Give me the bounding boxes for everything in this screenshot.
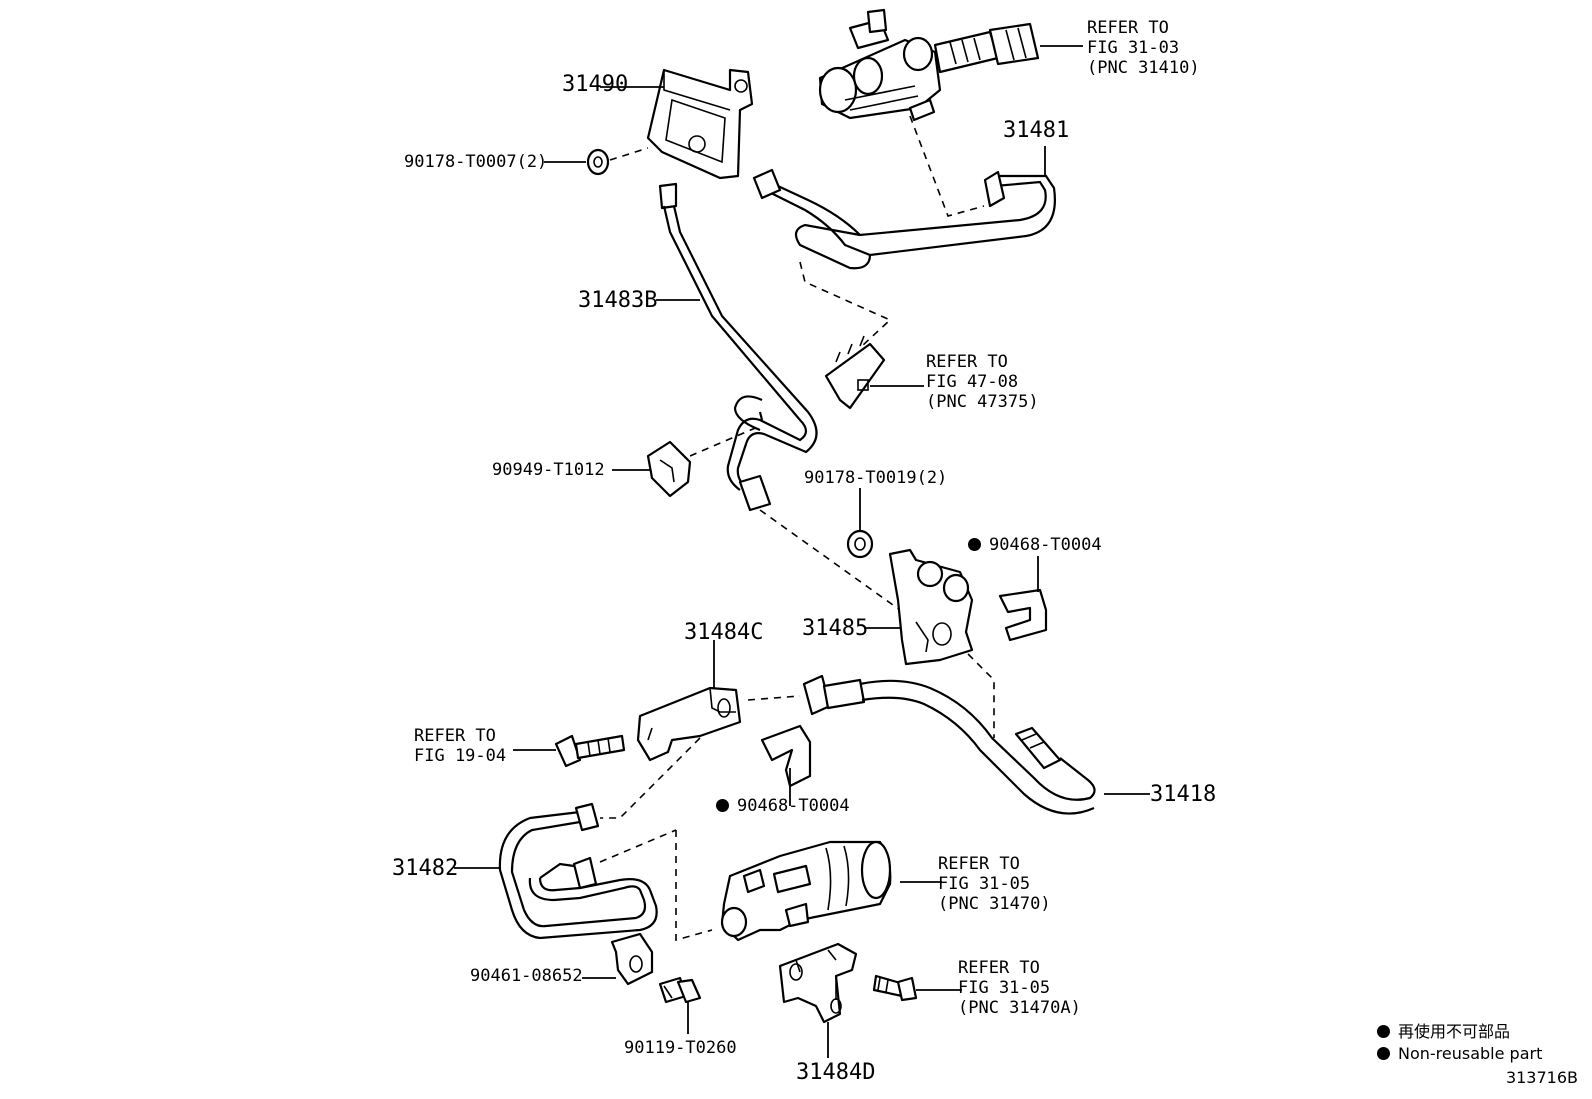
legend-dot-icon [1377,1047,1390,1060]
label-31418: 31418 [1150,782,1217,807]
label-refer-fig-31-05-31470: REFER TO FIG 31-05 (PNC 31470) [938,854,1051,914]
clip-90468-T0004-upper [998,588,1048,642]
hose-31418 [802,674,1096,815]
bracket-31484C [636,686,742,762]
legend-en: Non-reusable part [1377,1044,1542,1063]
bracket-31485 [888,548,974,666]
bracket-31490 [646,68,754,180]
nut-90178-T0007 [586,148,610,176]
bracket-31484D [778,942,858,1024]
label-refer-fig-19-04: REFER TO FIG 19-04 [414,726,507,766]
clutch-master-cylinder [818,8,1040,122]
label-refer-fig-47-08: REFER TO FIG 47-08 (PNC 47375) [926,352,1039,412]
clip-90461-08652 [610,932,654,986]
label-90178-T0019: 90178-T0019(2) [804,468,948,488]
tube-31482 [498,802,658,940]
clutch-release-cylinder [720,840,892,942]
label-31482: 31482 [392,856,459,881]
bolt-fig-31-05-31470A [872,974,918,1002]
nut-90178-T0019 [846,529,874,559]
non-reusable-marker [968,538,981,551]
label-refer-fig-31-05-31470A: REFER TO FIG 31-05 (PNC 31470A) [958,958,1081,1018]
label-refer-fig-31-03: REFER TO FIG 31-03 (PNC 31410) [1087,18,1200,78]
label-90949-T1012: 90949-T1012 [492,460,605,480]
label-90178-T0007: 90178-T0007(2) [404,152,548,172]
label-90461-08652: 90461-08652 [470,966,583,986]
clamp-fig-47-08 [824,335,886,410]
label-90468-T0004-upper: 90468-T0004 [968,537,1102,554]
legend-dot-icon [1377,1025,1390,1038]
tube-31481 [752,168,1056,270]
label-90119-T0260: 90119-T0260 [624,1038,737,1058]
label-31485: 31485 [802,616,869,641]
label-31490: 31490 [562,72,629,97]
bolt-fig-19-04 [554,734,626,768]
tube-31483B [658,182,818,512]
grommet-90949-T1012 [646,440,692,498]
label-31483B: 31483B [578,288,658,313]
non-reusable-marker [716,799,729,812]
clip-90468-T0004-lower [760,724,812,788]
label-90468-T0004-lower: 90468-T0004 [716,798,850,815]
label-31481: 31481 [1003,118,1070,143]
legend-jp: 再使用不可部品 [1377,1018,1510,1042]
label-31484C: 31484C [684,620,764,645]
diagram-id: 313716B [1505,1068,1578,1087]
bolt-90119-T0260 [658,976,702,1004]
label-31484D: 31484D [796,1060,876,1085]
